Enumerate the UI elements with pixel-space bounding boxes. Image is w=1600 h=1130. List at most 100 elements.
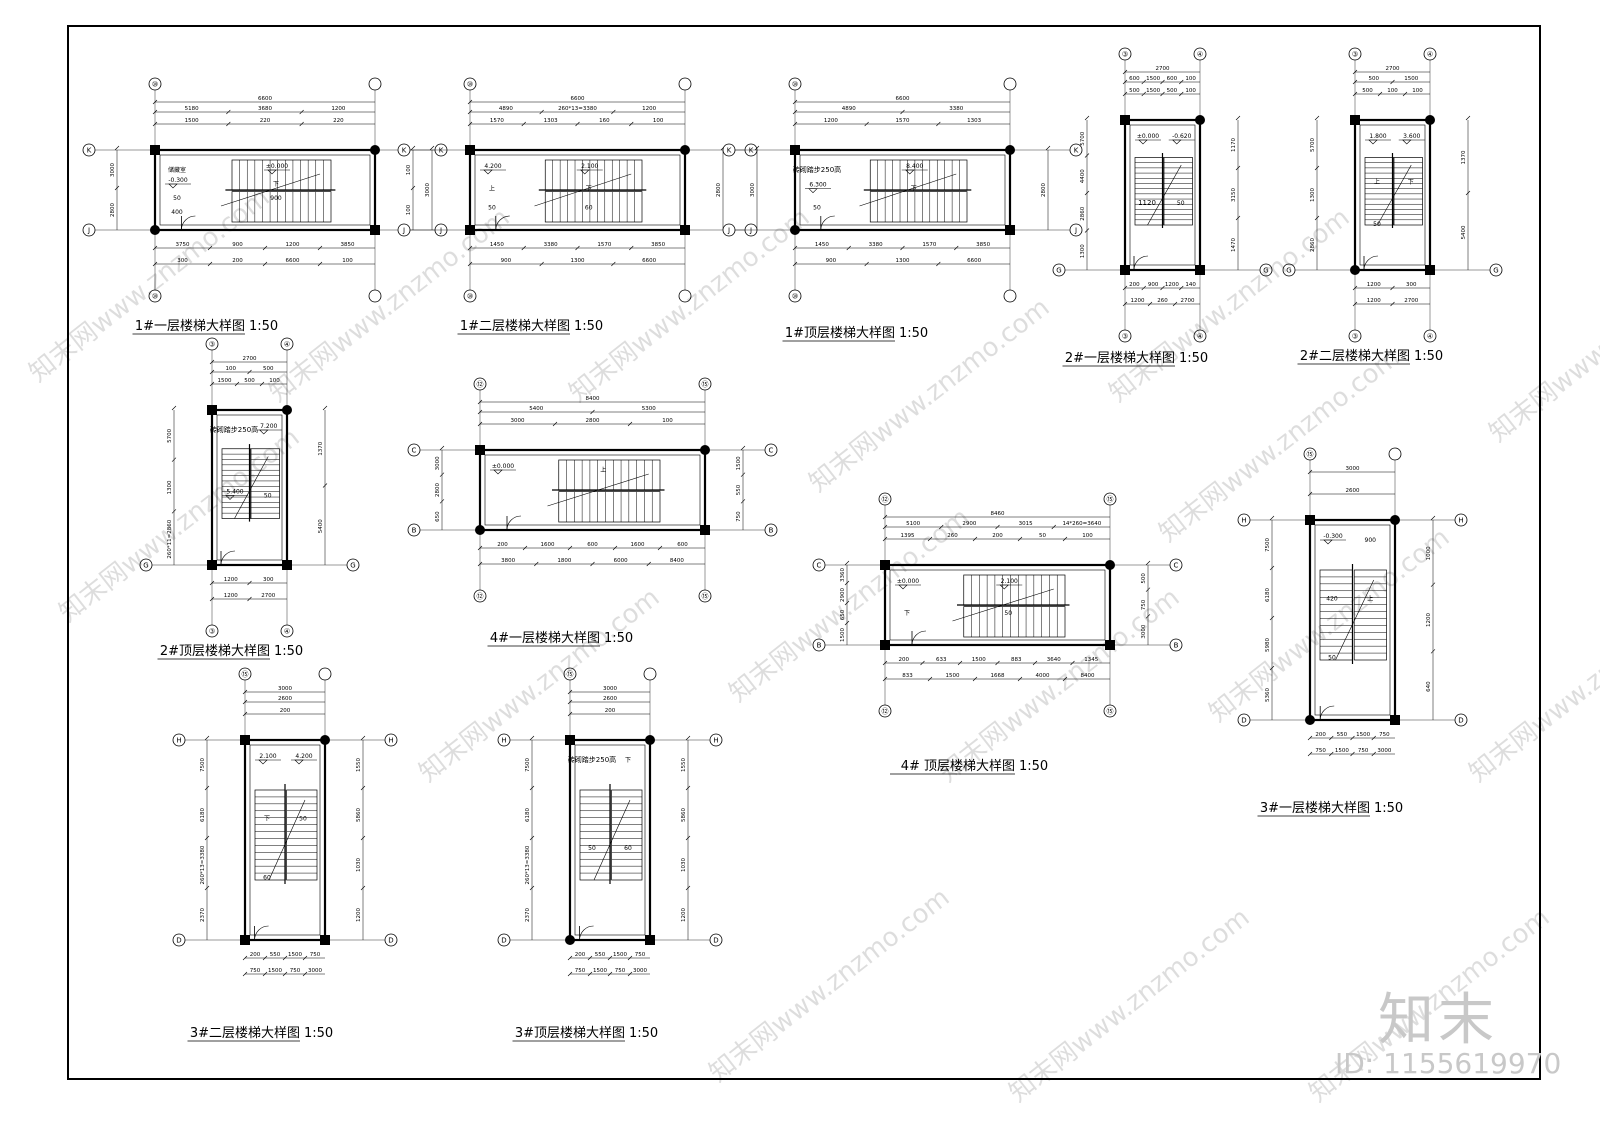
- dim-text: 5400: [318, 519, 324, 533]
- axis-left-label: C: [817, 562, 822, 570]
- dim-text: 5860: [681, 808, 687, 822]
- note-text: 50: [813, 204, 821, 211]
- dim-text: 1500: [1146, 76, 1160, 82]
- dim-text: 6180: [1265, 588, 1271, 602]
- axis-top-label: ⑫: [477, 381, 484, 389]
- dim-text: 2800: [716, 183, 722, 197]
- door-swing: [220, 550, 236, 566]
- axis-bubble: [1003, 289, 1017, 303]
- plan-title: 3#一层楼梯大样图: [1260, 801, 1370, 816]
- dim-tick: [1172, 301, 1178, 307]
- dim-text: 200: [575, 952, 586, 958]
- axis-top-label: ④: [1197, 51, 1203, 59]
- note-text: 下: [273, 181, 279, 188]
- axis-right-label: H: [388, 737, 393, 745]
- axis-bubble: [205, 337, 219, 351]
- dim-tick: [477, 399, 483, 405]
- wall-outline: [478, 448, 707, 532]
- dim-tick: [1269, 665, 1275, 671]
- dim-tick: [242, 971, 248, 977]
- dim-text: 4890: [842, 106, 856, 112]
- dim-text: 100: [1412, 88, 1423, 94]
- dim-tick: [792, 121, 798, 127]
- axis-bubble: [698, 377, 712, 391]
- dim-text: 1500: [1146, 88, 1160, 94]
- stair-flight: [231, 191, 332, 223]
- axis-left-label: D: [501, 937, 506, 945]
- axis-bubble: [148, 289, 162, 303]
- break-line: [234, 456, 269, 519]
- axis-bubble: [1103, 704, 1117, 718]
- dim-text: 3380: [544, 242, 558, 248]
- dim-text: 100: [1082, 533, 1093, 539]
- axis-bubble: [1193, 329, 1207, 343]
- dim-text: 1200: [642, 106, 656, 112]
- dim-text: 1450: [815, 242, 829, 248]
- axis-bubble: [280, 624, 294, 638]
- dim-text: 1395: [901, 533, 915, 539]
- axis-bubble: [1423, 329, 1437, 343]
- axis-left-label: B: [817, 642, 822, 650]
- axis-bubble: [172, 733, 186, 747]
- dim-text: 3850: [651, 242, 665, 248]
- dim-text: 3000: [435, 456, 441, 470]
- note-text: 50: [299, 816, 307, 823]
- elevation-text: 2.100: [259, 753, 276, 760]
- dim-tick: [242, 955, 248, 961]
- dim-text: 200: [1315, 732, 1326, 738]
- elevation-marker: [1138, 139, 1148, 145]
- dim-text: 1200: [681, 908, 687, 922]
- axis-bubble: [878, 492, 892, 506]
- note-text: 900: [1365, 537, 1377, 544]
- dim-tick: [1352, 79, 1358, 85]
- dim-text: 4890: [499, 106, 513, 112]
- axis-right-label: K: [439, 147, 444, 155]
- dim-text: 1200: [1426, 613, 1432, 627]
- dim-text: 600: [587, 542, 598, 548]
- axis-top-label: ④: [1427, 51, 1433, 59]
- stair-flight: [869, 191, 968, 223]
- dim-tick: [1145, 614, 1151, 619]
- dim-text: 160: [599, 118, 610, 124]
- dim-tick: [1269, 515, 1275, 521]
- dim-text: 1570: [922, 242, 936, 248]
- dim-tick: [171, 405, 177, 411]
- axis-bubble: [1193, 47, 1207, 61]
- dim-text: 1500: [613, 952, 627, 958]
- dim-tick: [939, 524, 944, 530]
- dim-text: 2600: [1346, 488, 1360, 494]
- dim-tick: [1314, 115, 1320, 121]
- door-swing: [1319, 705, 1335, 721]
- dim-tick: [152, 261, 158, 267]
- axis-bubble: [709, 733, 723, 747]
- dim-text: 1800: [557, 558, 571, 564]
- dim-text: 550: [736, 484, 742, 495]
- inner-wall: [1129, 124, 1196, 266]
- elevation-text: 8.400: [906, 163, 923, 170]
- dim-tick: [1402, 91, 1408, 97]
- axis-bubble: [1069, 223, 1083, 237]
- axis-bottom-label: ④: [1197, 333, 1203, 341]
- dim-tick: [936, 121, 941, 127]
- dim-text: 200: [899, 657, 910, 663]
- dim-text: 500: [1167, 88, 1178, 94]
- wall-outline: [243, 738, 327, 942]
- dim-text: 1200: [1367, 298, 1381, 304]
- break-line: [220, 173, 321, 207]
- break-line: [1377, 164, 1412, 226]
- dim-text: 1550: [356, 758, 362, 772]
- dim-text: 3150: [1231, 188, 1237, 202]
- note-text: 上: [489, 185, 495, 193]
- dim-text: 1300: [896, 258, 910, 264]
- dim-text: 200: [992, 533, 1003, 539]
- elevation-marker: [1323, 539, 1333, 545]
- break-line: [859, 173, 957, 207]
- dim-text: 100: [653, 118, 664, 124]
- dim-tick: [1147, 301, 1153, 307]
- dim-text: 100: [226, 366, 237, 372]
- axis-bubble: [1423, 47, 1437, 61]
- wall-outline: [468, 148, 687, 232]
- dim-text: 100: [406, 164, 412, 175]
- stair-flight: [963, 606, 1066, 638]
